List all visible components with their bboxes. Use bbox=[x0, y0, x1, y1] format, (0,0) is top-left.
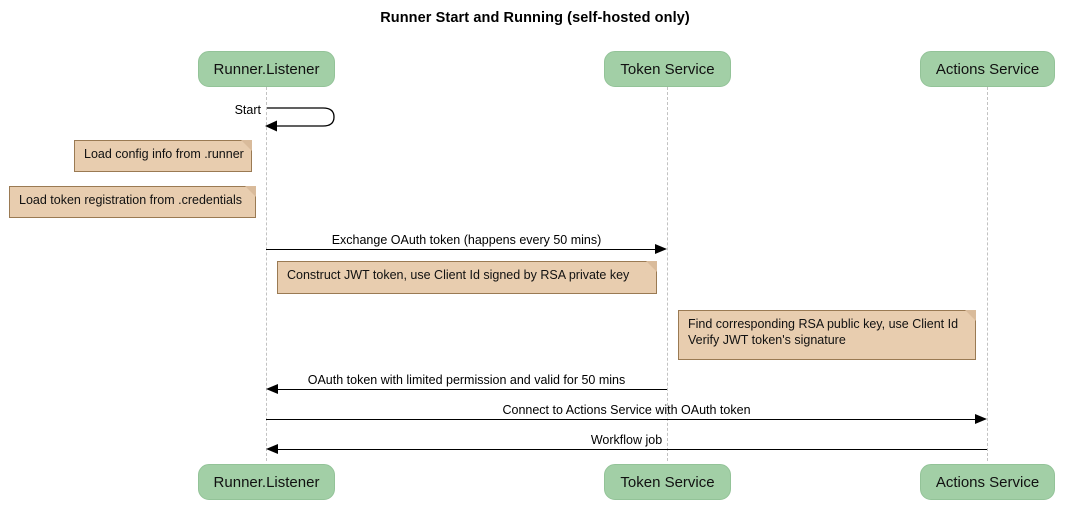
note-construct-jwt: Construct JWT token, use Client Id signe… bbox=[277, 261, 657, 294]
participant-label: Token Service bbox=[620, 60, 715, 78]
page-title: Runner Start and Running (self-hosted on… bbox=[380, 10, 690, 26]
participant-actions-service-bottom[interactable]: Actions Service bbox=[920, 464, 1055, 500]
participant-runner-listener-top[interactable]: Runner.Listener bbox=[198, 51, 335, 87]
participant-label: Actions Service bbox=[935, 473, 1040, 491]
participant-label: Runner.Listener bbox=[213, 473, 320, 491]
note-text: Find corresponding RSA public key, use C… bbox=[688, 317, 959, 347]
participant-label: Actions Service bbox=[935, 60, 1040, 78]
message-line-workflow-job[interactable] bbox=[277, 449, 987, 450]
message-label-connect-actions: Connect to Actions Service with OAuth to… bbox=[502, 403, 751, 417]
lifeline-runner-listener bbox=[266, 87, 267, 461]
note-text: Load token registration from .credential… bbox=[19, 193, 243, 207]
message-label-start: Start bbox=[234, 103, 261, 117]
lifeline-token-service bbox=[667, 87, 668, 461]
message-label-oauth-return: OAuth token with limited permission and … bbox=[307, 373, 626, 387]
message-line-connect-actions[interactable] bbox=[266, 419, 976, 420]
message-label-workflow-job: Workflow job bbox=[590, 433, 663, 447]
message-self-start[interactable] bbox=[263, 104, 343, 132]
participant-actions-service-top[interactable]: Actions Service bbox=[920, 51, 1055, 87]
participant-label: Runner.Listener bbox=[213, 60, 320, 78]
note-text: Load config info from .runner bbox=[84, 147, 244, 161]
arrow-head-left-icon bbox=[266, 383, 278, 394]
arrow-head-right-icon bbox=[655, 243, 667, 254]
message-line-exchange-oauth[interactable] bbox=[266, 249, 656, 250]
lifeline-actions-service bbox=[987, 87, 988, 461]
message-line-oauth-return[interactable] bbox=[277, 389, 667, 390]
note-load-config: Load config info from .runner bbox=[74, 140, 252, 172]
arrow-head-left-icon bbox=[266, 443, 278, 454]
note-load-token-registration: Load token registration from .credential… bbox=[9, 186, 256, 218]
note-text: Construct JWT token, use Client Id signe… bbox=[287, 268, 630, 282]
participant-runner-listener-bottom[interactable]: Runner.Listener bbox=[198, 464, 335, 500]
participant-label: Token Service bbox=[620, 473, 715, 491]
message-label-exchange-oauth: Exchange OAuth token (happens every 50 m… bbox=[331, 233, 602, 247]
participant-token-service-top[interactable]: Token Service bbox=[604, 51, 731, 87]
arrow-head-right-icon bbox=[975, 413, 987, 424]
note-verify-jwt: Find corresponding RSA public key, use C… bbox=[678, 310, 976, 360]
participant-token-service-bottom[interactable]: Token Service bbox=[604, 464, 731, 500]
